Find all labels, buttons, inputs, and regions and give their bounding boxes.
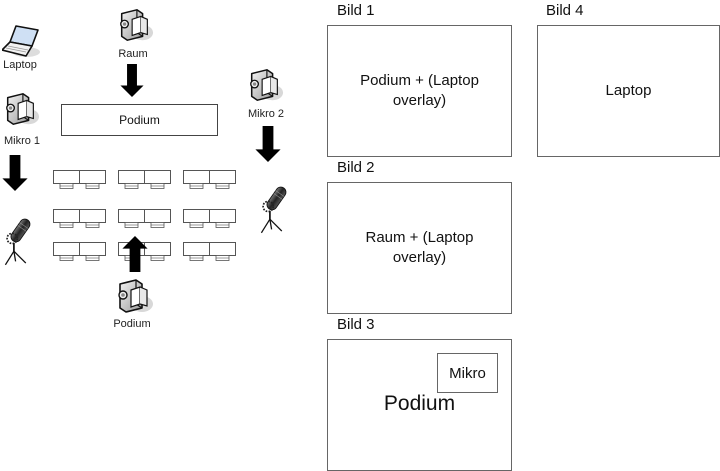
video-camera-icon	[2, 90, 40, 128]
bild2-title: Bild 2	[337, 159, 375, 176]
bild4-title: Bild 4	[546, 2, 584, 19]
bild1-text-line2: overlay)	[392, 92, 447, 109]
bild2-frame: Raum + (Laptop overlay)	[327, 182, 512, 314]
microphone-icon	[2, 215, 36, 267]
desk	[53, 170, 107, 192]
bild3-inset-text: Mikro	[449, 364, 486, 382]
desk	[118, 209, 172, 231]
desk	[183, 242, 237, 264]
camera-mikro1-label: Mikro 1	[3, 135, 41, 147]
video-camera-icon	[246, 66, 284, 104]
podium-box: Podium	[61, 104, 218, 136]
laptop-icon	[2, 24, 42, 58]
bild1-title: Bild 1	[337, 2, 375, 19]
bild3-title: Bild 3	[337, 316, 375, 333]
laptop-label: Laptop	[3, 59, 37, 71]
desk	[53, 242, 107, 264]
desk	[118, 170, 172, 192]
bild2-text-line2: overlay)	[392, 249, 447, 266]
arrow-down-icon	[255, 126, 281, 162]
bild3-frame: Podium Mikro	[327, 339, 512, 471]
video-camera-icon	[114, 276, 154, 316]
camera-podium-label: Podium	[113, 318, 151, 330]
desk	[183, 209, 237, 231]
arrow-down-icon	[118, 64, 146, 97]
bild1-frame: Podium + (Laptop overlay)	[327, 25, 512, 157]
desk	[53, 209, 107, 231]
podium-box-label: Podium	[119, 113, 160, 127]
video-camera-icon	[116, 6, 154, 44]
camera-raum-label: Raum	[118, 48, 148, 60]
bild1-text-line1: Podium + (Laptop	[360, 72, 479, 89]
bild2-text-line1: Raum + (Laptop	[365, 229, 474, 246]
bild4-text: Laptop	[605, 82, 652, 99]
arrow-down-icon	[2, 155, 28, 191]
camera-mikro2-label: Mikro 2	[247, 108, 285, 120]
bild4-frame: Laptop	[537, 25, 720, 157]
arrow-up-icon	[122, 236, 148, 272]
bild3-inset-frame: Mikro	[437, 353, 498, 393]
desk	[183, 170, 237, 192]
microphone-icon	[258, 183, 292, 235]
bild3-main-text: Podium	[383, 392, 456, 415]
